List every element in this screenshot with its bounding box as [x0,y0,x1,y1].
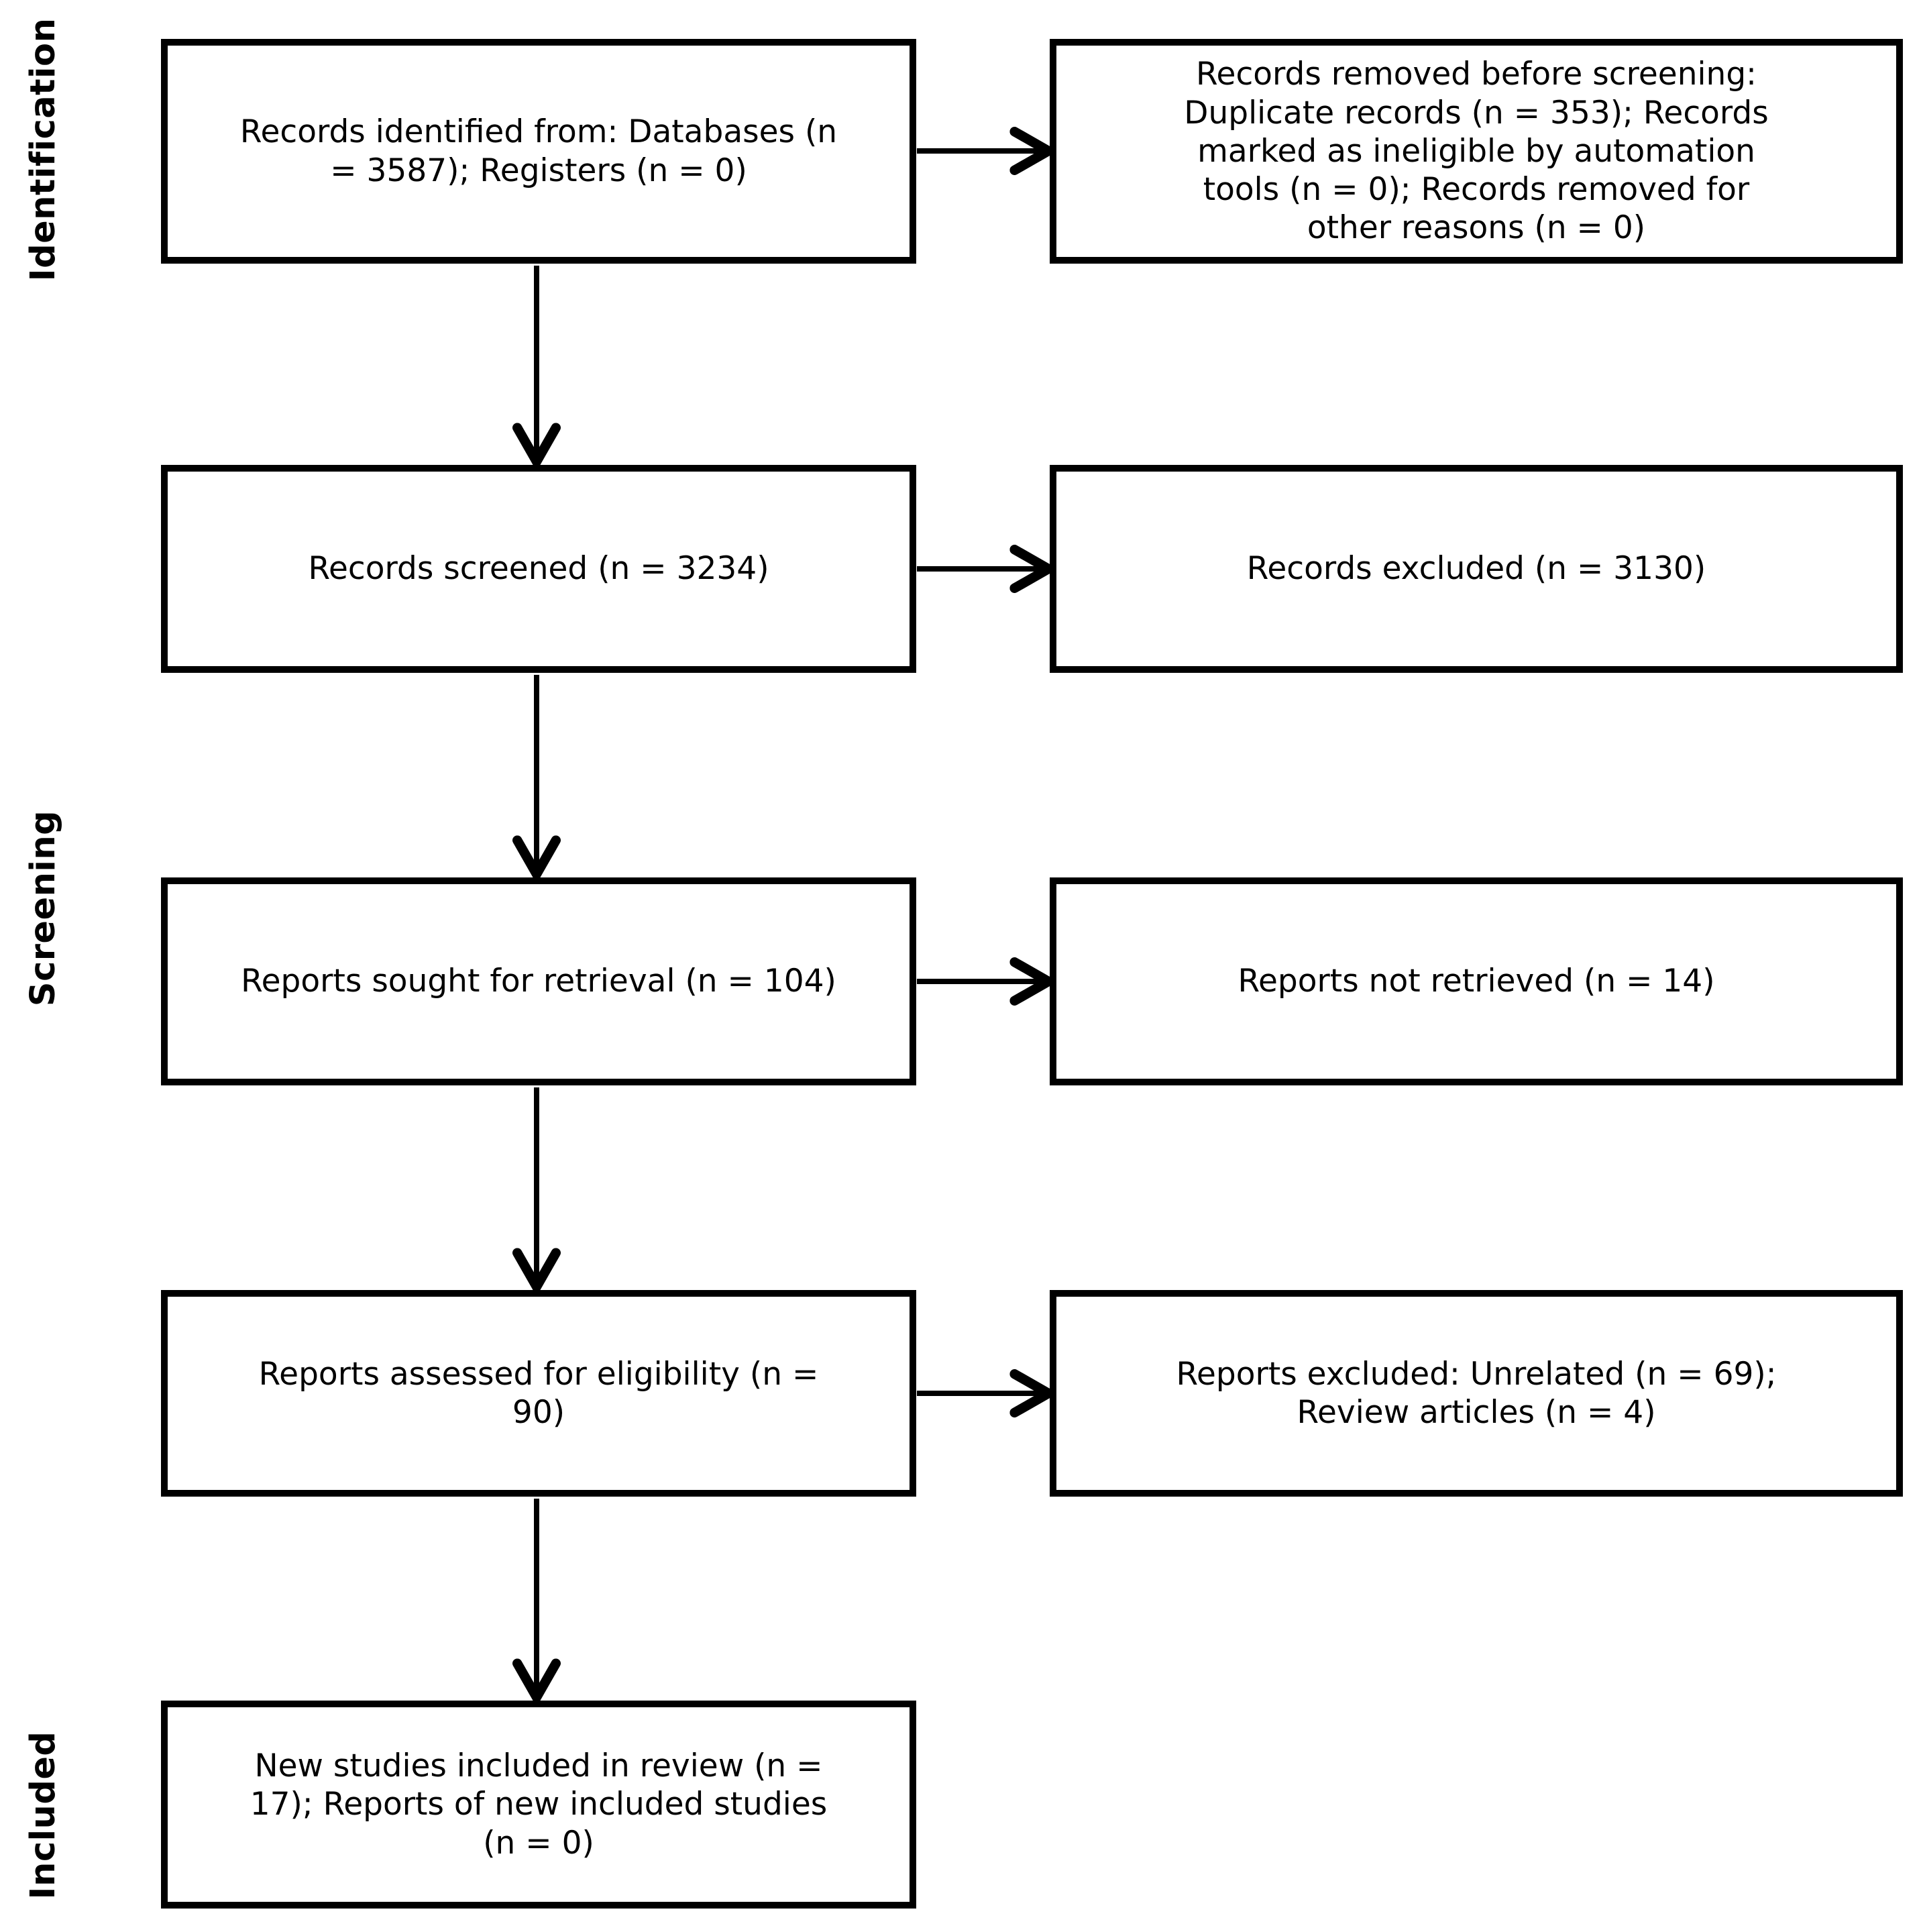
stage-label-identification: Identification [0,0,87,351]
box-records-screened-text: Records screened (n = 3234) [308,550,769,588]
box-records-removed: Records removed before screening: Duplic… [1050,39,1903,264]
stage-label-included-text: Included [23,1731,63,1900]
box-reports-excluded: Reports excluded: Unrelated (n = 69); Re… [1050,1290,1903,1497]
box-studies-included-text: New studies included in review (n = 17);… [250,1748,828,1862]
box-reports-not-retrieved-text: Reports not retrieved (n = 14) [1238,963,1715,1000]
box-studies-included: New studies included in review (n = 17);… [161,1701,916,1909]
stage-label-included: Included [0,1614,87,1932]
box-reports-sought: Reports sought for retrieval (n = 104) [161,877,916,1085]
box-records-identified: Records identified from: Databases (n = … [161,39,916,264]
stage-label-screening: Screening [0,707,87,1110]
box-reports-not-retrieved: Reports not retrieved (n = 14) [1050,877,1903,1085]
box-records-identified-text: Records identified from: Databases (n = … [239,113,838,189]
box-records-removed-text: Records removed before screening: Duplic… [1184,56,1769,247]
box-reports-assessed-text: Reports assessed for eligibility (n = 90… [258,1355,819,1431]
box-records-excluded-text: Records excluded (n = 3130) [1246,550,1706,588]
box-records-excluded: Records excluded (n = 3130) [1050,465,1903,673]
box-records-screened: Records screened (n = 3234) [161,465,916,673]
box-reports-excluded-text: Reports excluded: Unrelated (n = 69); Re… [1176,1355,1777,1431]
box-reports-sought-text: Reports sought for retrieval (n = 104) [241,963,836,1000]
box-reports-assessed: Reports assessed for eligibility (n = 90… [161,1290,916,1497]
stage-label-screening-text: Screening [23,810,63,1007]
stage-label-identification-text: Identification [23,17,63,282]
